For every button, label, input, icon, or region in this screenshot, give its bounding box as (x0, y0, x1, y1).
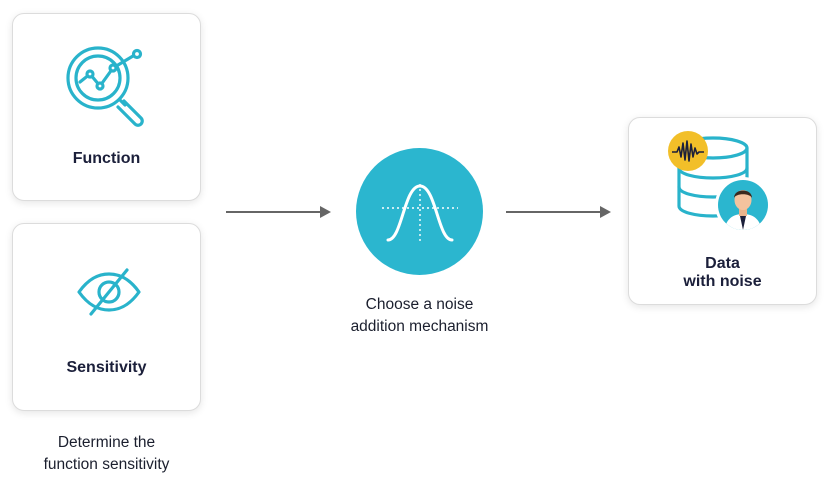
gaussian-curve-icon (378, 182, 462, 244)
arrow-right-icon (226, 204, 332, 220)
step1-caption-line1: Determine the (57, 434, 156, 451)
mechanism-caption: Choose a noise addition mechanism (326, 294, 513, 338)
noise-mechanism-node (356, 148, 483, 275)
user-avatar-icon (714, 176, 772, 234)
eye-slash-icon (75, 266, 143, 318)
step1-caption-line2: function sensitivity (43, 456, 170, 473)
arrow-right-icon (506, 204, 612, 220)
waveform-icon (667, 130, 709, 172)
step1-caption: Determine the function sensitivity (12, 432, 201, 476)
data-title-line2: with noise (683, 273, 762, 290)
function-card: Function (12, 13, 201, 201)
magnifier-chart-icon (65, 42, 165, 142)
function-title: Function (72, 150, 141, 167)
sensitivity-card: Sensitivity (12, 223, 201, 411)
mechanism-caption-line2: addition mechanism (350, 318, 489, 335)
sensitivity-title: Sensitivity (66, 359, 147, 376)
data-with-noise-card: Data with noise (628, 117, 817, 305)
data-title-line1: Data (705, 255, 740, 272)
mechanism-caption-line1: Choose a noise (365, 296, 474, 313)
